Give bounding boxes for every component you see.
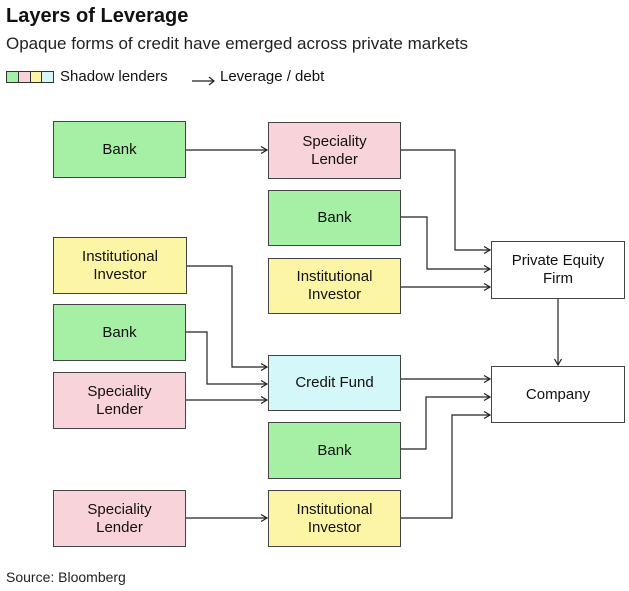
arrow-inst3-to-company — [401, 415, 490, 519]
shadow-lender-swatches — [6, 71, 54, 83]
arrow-bank4-to-company — [401, 397, 490, 450]
source-note: Source: Bloomberg — [6, 569, 126, 585]
node-private-equity-firm: Private Equity Firm — [491, 241, 625, 299]
arrow-inst1-to-creditfund — [187, 265, 267, 367]
swatch-bank — [7, 72, 19, 82]
arrow-bank3-to-creditfund — [186, 331, 267, 384]
node-institutional-investor-1: Institutional Investor — [53, 237, 187, 294]
legend-arrow-icon — [192, 76, 215, 86]
node-bank-3: Bank — [53, 304, 186, 361]
node-speciality-lender-2: Speciality Lender — [53, 372, 186, 429]
chart-title: Layers of Leverage — [6, 5, 189, 27]
node-speciality-lender-1: Speciality Lender — [268, 122, 401, 179]
node-institutional-investor-3: Institutional Investor — [268, 490, 401, 547]
swatch-speciality — [18, 72, 31, 82]
legend-shadow-label: Shadow lenders — [60, 68, 168, 85]
node-speciality-lender-3: Speciality Lender — [53, 490, 186, 547]
node-bank-1: Bank — [53, 121, 186, 178]
swatch-credit-fund — [42, 72, 53, 82]
swatch-institutional — [30, 72, 43, 82]
node-credit-fund: Credit Fund — [268, 355, 401, 411]
chart-subtitle: Opaque forms of credit have emerged acro… — [6, 34, 469, 53]
node-bank-2: Bank — [268, 190, 401, 246]
node-company: Company — [491, 366, 625, 423]
node-institutional-investor-2: Institutional Investor — [268, 258, 401, 314]
legend-arrow-label: Leverage / debt — [220, 68, 325, 85]
arrow-bank2-to-pe — [401, 216, 490, 269]
arrow-speciality1-to-pe — [401, 149, 490, 250]
node-bank-4: Bank — [268, 422, 401, 479]
